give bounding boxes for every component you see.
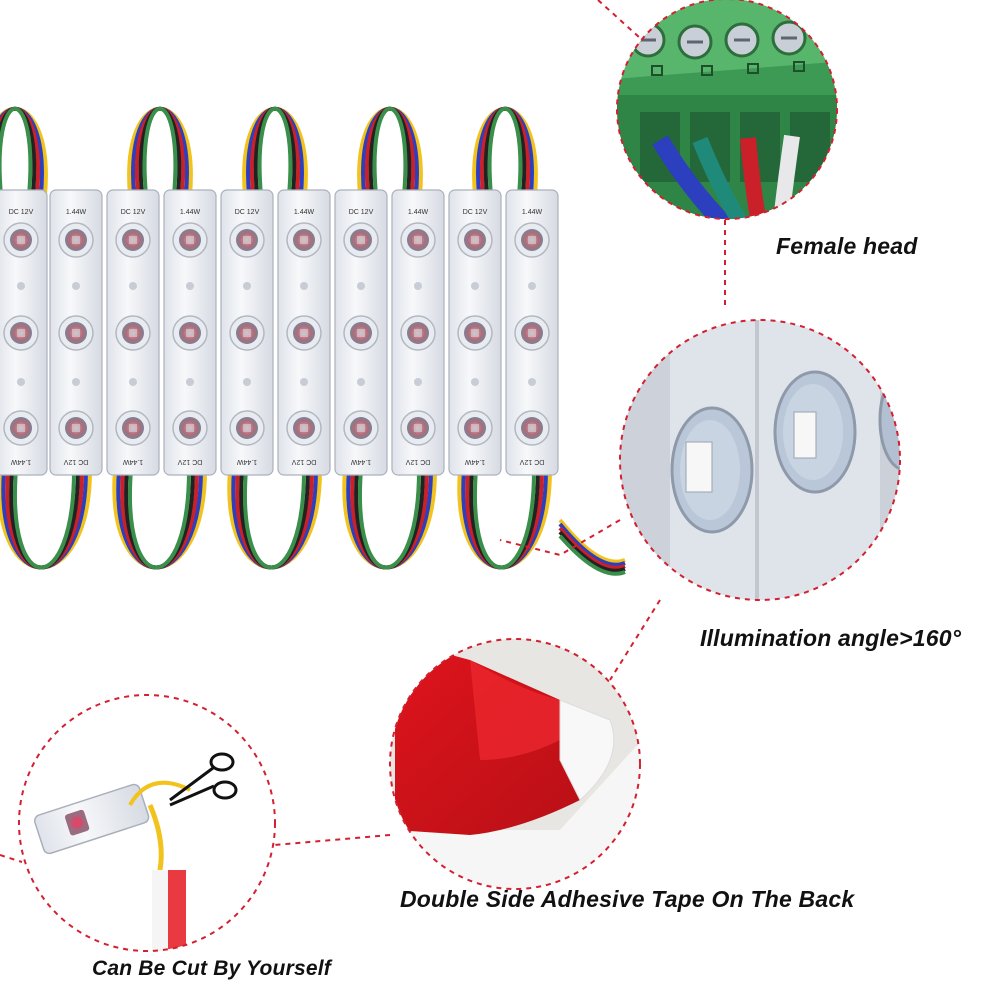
module-label: DC 12V xyxy=(121,209,146,216)
module-label-bottom: DC 12V xyxy=(177,458,202,465)
module-label: DC 12V xyxy=(9,209,34,216)
led-module: 1.44W DC 12V xyxy=(505,189,559,476)
led-module: 1.44W DC 12V xyxy=(49,189,103,476)
module-label-bottom: DC 12V xyxy=(405,458,430,465)
adhesive-tape-closeup xyxy=(389,638,641,890)
female-head-closeup xyxy=(616,0,838,220)
caption-illumination-angle: Illumination angle>160° xyxy=(700,625,962,651)
led-module: 1.44W DC 12V xyxy=(391,189,445,476)
caption-female-head: Female head xyxy=(776,233,918,259)
module-label: 1.44W xyxy=(66,209,87,216)
led-module: DC 12V 1.44W xyxy=(448,189,502,476)
module-label-bottom: 1.44W xyxy=(10,458,31,465)
scissors-icon xyxy=(169,752,238,807)
module-label-bottom: DC 12V xyxy=(63,458,88,465)
module-label: DC 12V xyxy=(235,209,260,216)
module-label: DC 12V xyxy=(463,209,488,216)
module-label-bottom: 1.44W xyxy=(236,458,257,465)
module-label: DC 12V xyxy=(349,209,374,216)
module-label-bottom: 1.44W xyxy=(464,458,485,465)
module-label: 1.44W xyxy=(522,209,543,216)
caption-adhesive-tape: Double Side Adhesive Tape On The Back xyxy=(400,886,855,912)
module-label: 1.44W xyxy=(294,209,315,216)
module-label: 1.44W xyxy=(408,209,429,216)
module-label-bottom: DC 12V xyxy=(519,458,544,465)
illumination-lens-closeup xyxy=(619,319,901,601)
caption-cut-yourself: Can Be Cut By Yourself xyxy=(92,957,331,980)
led-module: DC 12V 1.44W xyxy=(334,189,388,476)
led-module: 1.44W DC 12V xyxy=(277,189,331,476)
cut-yourself-closeup xyxy=(18,694,276,952)
callout-dashed-lines xyxy=(0,0,726,863)
led-module: DC 12V 1.44W xyxy=(106,189,160,476)
led-module: DC 12V 1.44W xyxy=(220,189,274,476)
module-label: 1.44W xyxy=(180,209,201,216)
module-label-bottom: 1.44W xyxy=(122,458,143,465)
module-label-bottom: DC 12V xyxy=(291,458,316,465)
module-label-bottom: 1.44W xyxy=(350,458,371,465)
led-module: 1.44W DC 12V xyxy=(163,189,217,476)
led-module: DC 12V 1.44W xyxy=(0,189,48,476)
